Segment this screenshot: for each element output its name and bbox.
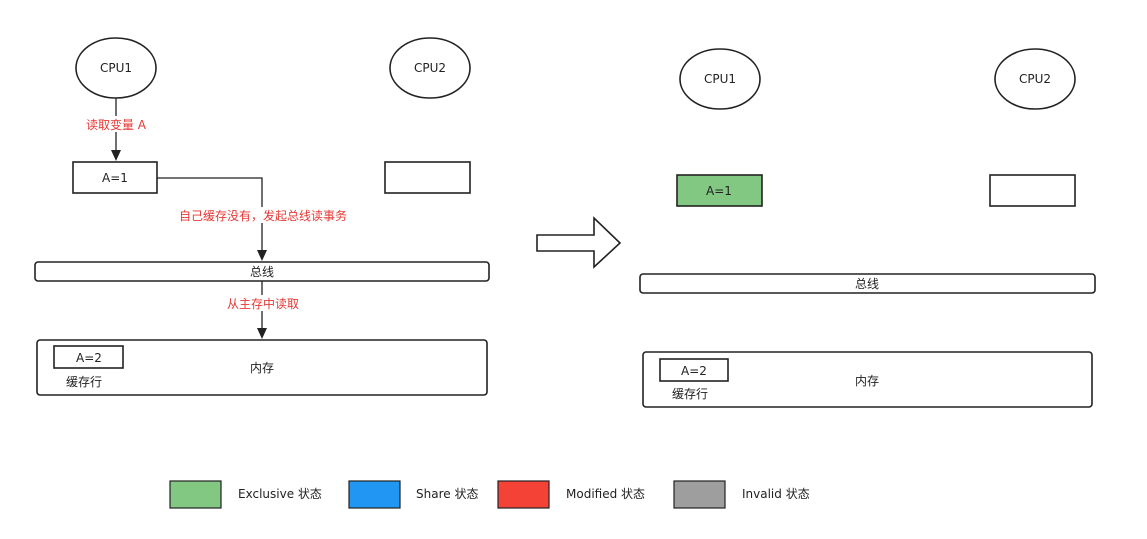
left-read-label: 读取变量 A: [86, 117, 147, 132]
left-cpu2-label: CPU2: [414, 61, 446, 75]
left-bus-request-line: [157, 177, 263, 250]
right-diagram: CPU1 CPU2 A=1 总线 A=2 缓存行 内存: [639, 48, 1096, 408]
right-bus-label: 总线: [855, 277, 879, 291]
right-cpu1-node: [679, 48, 761, 110]
legend-label-modified: Modified 状态: [566, 487, 645, 501]
left-mem-read-label-bg: [220, 295, 306, 311]
right-cpu1-label: CPU1: [704, 72, 736, 86]
left-cache-line-label: 缓存行: [66, 375, 102, 389]
right-memory: [642, 351, 1093, 408]
left-bus-label: 总线: [250, 265, 274, 279]
right-cache-line-label: 缓存行: [672, 387, 708, 401]
legend-label-exclusive: Exclusive 状态: [238, 487, 322, 501]
left-memory-cell: [53, 345, 124, 369]
legend-swatch-exclusive: [169, 480, 222, 509]
left-memory-label: 内存: [250, 361, 274, 375]
legend-swatch-share: [348, 480, 401, 509]
left-memory-cell-value: A=2: [76, 351, 102, 365]
right-cpu2-label: CPU2: [1019, 72, 1051, 86]
right-memory-cell: [659, 358, 729, 382]
left-cpu1-label: CPU1: [100, 61, 132, 75]
right-cpu1-cache-value: A=1: [706, 184, 732, 198]
transition-arrow: [536, 216, 622, 269]
left-bus-request-arrowhead: [257, 250, 267, 261]
left-cpu1-cache-value: A=1: [102, 171, 128, 185]
right-cpu2-cache: [989, 174, 1076, 207]
left-memory: [36, 339, 488, 396]
legend-swatch-invalid: [673, 480, 726, 509]
right-cpu2-node: [994, 48, 1076, 110]
legend: Exclusive 状态 Share 状态 Modified 状态 Invali…: [169, 480, 810, 509]
left-cpu2-cache: [384, 161, 471, 194]
right-cpu1-cache-exclusive: [676, 174, 763, 207]
legend-swatch-modified: [497, 480, 550, 509]
left-miss-label-bg: [170, 207, 356, 223]
right-memory-cell-value: A=2: [681, 364, 707, 378]
legend-label-share: Share 状态: [416, 487, 478, 501]
right-memory-label: 内存: [855, 374, 879, 388]
left-cpu1-cache: [72, 161, 158, 194]
left-read-arrowhead: [111, 150, 121, 161]
left-read-label-bg: [78, 116, 158, 132]
left-mem-read-label: 从主存中读取: [227, 296, 299, 311]
left-diagram: CPU1 CPU2 读取变量 A A=1 自己缓存没有，发起总线读事务 总线 从…: [34, 37, 490, 396]
left-cpu2-node: [389, 37, 471, 99]
legend-label-invalid: Invalid 状态: [742, 487, 810, 501]
left-miss-label: 自己缓存没有，发起总线读事务: [179, 208, 347, 223]
right-bus: [639, 273, 1096, 294]
left-mem-read-arrowhead: [257, 328, 267, 339]
